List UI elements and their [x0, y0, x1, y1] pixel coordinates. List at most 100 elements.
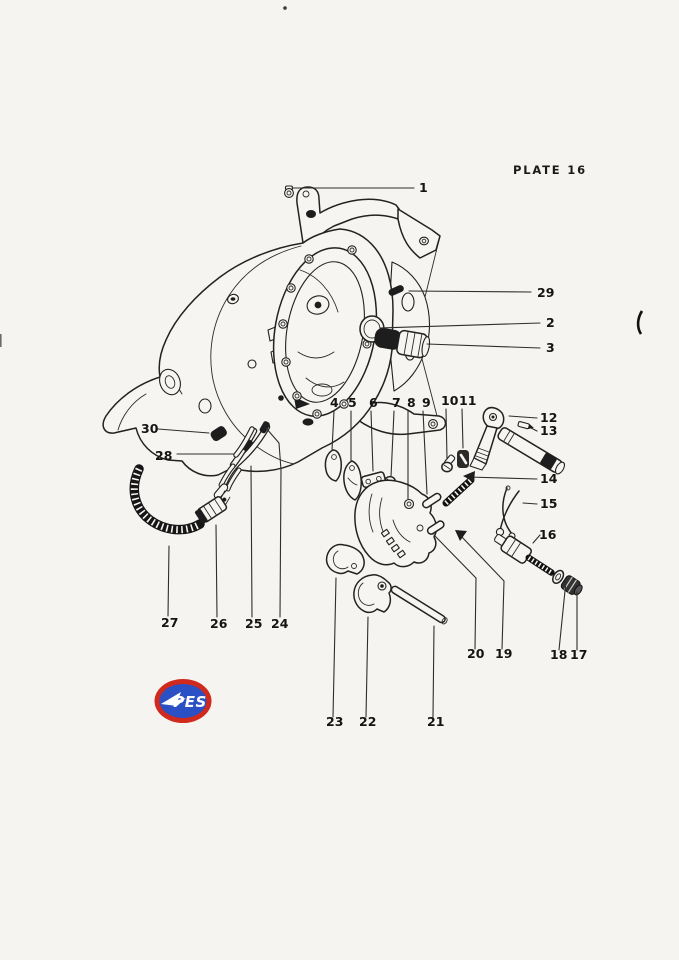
lug-hole — [419, 236, 429, 246]
leader-line-14 — [467, 476, 538, 480]
leader-line-19 — [459, 534, 505, 650]
part-20-pin — [426, 520, 445, 535]
part-number-15: 15 — [540, 496, 557, 511]
leader-line-21 — [432, 625, 435, 718]
crankcase-drawing — [102, 186, 447, 477]
boss — [401, 292, 415, 312]
part-number-10: 10 — [441, 393, 459, 408]
part-number-19: 19 — [495, 646, 512, 661]
part-30-boot — [210, 426, 227, 442]
part-17-nut — [560, 575, 583, 596]
leader-line-2 — [379, 322, 541, 329]
part-23-selector-fork — [325, 543, 365, 575]
part-number-9: 9 — [422, 395, 431, 410]
part-11-clip — [457, 450, 469, 468]
part-number-6: 6 — [369, 395, 378, 410]
part-29-pin — [388, 285, 404, 296]
mount-hole-inner — [164, 375, 176, 389]
leader-line-27 — [167, 545, 170, 617]
pes-logo: PES — [154, 679, 212, 723]
drain-plug — [302, 418, 314, 426]
part-number-22: 22 — [359, 714, 376, 729]
ink-mark-paren — [636, 310, 644, 335]
part-number-1: 1 — [419, 180, 428, 195]
part-number-23: 23 — [326, 714, 343, 729]
leader-line-3 — [426, 343, 541, 349]
interior-boss — [311, 383, 333, 397]
leader-line-22 — [365, 616, 369, 718]
part-27-cable — [129, 464, 205, 535]
part-28-bent-rod — [233, 426, 255, 458]
mount-hole — [159, 368, 181, 396]
part-15-hairpin-clip — [495, 485, 520, 540]
part-number-12: 12 — [540, 410, 557, 425]
part-number-7: 7 — [392, 395, 401, 410]
part-13-screw — [517, 421, 534, 430]
part-number-16: 16 — [539, 527, 557, 542]
rim-bolt-holes — [278, 245, 372, 419]
leader-line-12 — [508, 415, 538, 419]
part-number-17: 17 — [570, 647, 587, 662]
part-number-13: 13 — [540, 423, 557, 438]
boss — [247, 359, 257, 369]
dowel — [278, 395, 284, 401]
leader-line-11 — [461, 408, 464, 449]
part-number-8: 8 — [407, 395, 416, 410]
leader-line-13 — [530, 427, 538, 432]
leader-line-23 — [332, 577, 337, 718]
mount-bracket — [296, 186, 400, 245]
logo-text: PES — [173, 693, 207, 711]
part-8-cam-plate — [354, 479, 438, 568]
part-9-pin — [421, 492, 442, 509]
scan-artifacts — [0, 6, 644, 347]
part-22-selector-fork — [353, 574, 392, 614]
boss-center — [230, 297, 236, 301]
part-number-26: 26 — [210, 616, 228, 631]
part-5-pawl — [343, 460, 362, 501]
part-21-rod — [390, 585, 448, 625]
bracket-hole — [302, 190, 310, 198]
part-3-plug — [374, 327, 431, 359]
part-10-screw — [441, 454, 456, 473]
part-number-24: 24 — [271, 616, 289, 631]
bolt-hole-inner — [430, 421, 436, 427]
leader-line-9 — [422, 410, 428, 495]
part-number-25: 25 — [245, 616, 262, 631]
part-number-28: 28 — [155, 448, 172, 463]
leader-line-20 — [433, 534, 477, 650]
part-14-spring — [442, 476, 475, 507]
leader-arrowhead-14 — [463, 471, 475, 482]
part-number-11: 11 — [459, 393, 476, 408]
leader-line-6 — [370, 410, 374, 472]
logo-wing-icon — [161, 692, 186, 706]
gasket-line — [210, 245, 302, 465]
crankcase-right-wall — [387, 261, 431, 392]
lug-hole-inner — [421, 238, 427, 244]
part-number-29: 29 — [537, 285, 554, 300]
bolt-hole — [428, 419, 438, 429]
part-18-washer — [551, 569, 565, 585]
ink-speck — [283, 6, 287, 10]
leader-line-30 — [157, 428, 210, 434]
leader-line-26 — [215, 524, 218, 618]
crank-mouth-inner — [285, 261, 365, 403]
leader-line-24 — [265, 427, 282, 618]
part-number-5: 5 — [348, 395, 357, 410]
logo-field — [159, 684, 207, 718]
leader-line-15 — [522, 502, 538, 505]
mount-lug — [397, 208, 441, 259]
bracket-hole — [306, 210, 316, 218]
leader-line-29 — [408, 290, 532, 293]
page-edge-mark — [0, 334, 2, 347]
part-1-breather — [284, 185, 294, 198]
cam-teeth — [380, 528, 406, 559]
leader-line-7 — [390, 410, 395, 478]
part-26-joint — [194, 490, 231, 524]
interior-ribs — [297, 269, 345, 388]
part-number-30: 30 — [141, 421, 159, 436]
leader-line-4 — [331, 410, 335, 451]
leader-line-18 — [558, 580, 567, 651]
